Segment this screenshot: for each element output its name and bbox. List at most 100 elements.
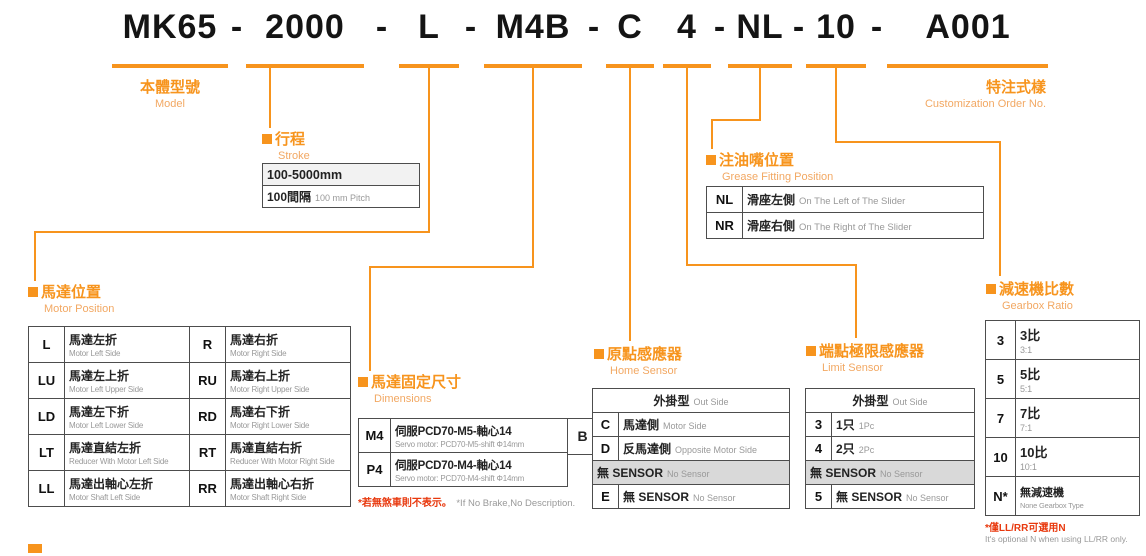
code-cell: L	[28, 326, 65, 363]
en-text: Motor Side	[663, 420, 707, 431]
section-title: 行程	[275, 131, 306, 148]
zh-text: 滑座右側	[747, 218, 796, 233]
zh-text: 馬達右折	[230, 333, 279, 347]
code-cell: 3	[805, 412, 832, 437]
zh-text: 伺服PCD70-M5-軸心14	[395, 426, 512, 438]
section-subtitle: Dimensions	[374, 393, 432, 405]
code-cell: 5	[805, 484, 832, 509]
zh-text: 3比	[1020, 328, 1041, 343]
model-segment-limit-sensor: 4	[677, 8, 697, 46]
section-bullet-icon	[706, 155, 716, 165]
code-cell: LD	[28, 398, 65, 435]
section-bullet-icon	[594, 349, 604, 359]
section-limit-sensor: 端點極限感應器 Limit Sensor	[806, 340, 924, 374]
en-text: Servo motor: PCD70-M5-shift Φ14mm	[395, 440, 525, 449]
code-cell: C	[592, 412, 619, 437]
segment-underline	[728, 64, 792, 68]
section-gearbox: 減速機比數 Gearbox Ratio	[986, 278, 1074, 312]
section-bullet-icon	[262, 134, 272, 144]
model-segment-gearbox: 10	[816, 8, 856, 46]
code-cell: LL	[28, 470, 65, 507]
line-gearbox	[835, 68, 1001, 276]
en-text: Out Side	[892, 396, 928, 407]
code-cell: LU	[28, 362, 65, 399]
section-model: 本體型號 Model	[108, 76, 232, 110]
zh-text: 馬達左上折	[69, 369, 130, 383]
model-segment-dimensions: M4B	[495, 8, 571, 46]
model-segment-custom-order: A001	[925, 8, 1011, 46]
en-text: Motor Right Lower Side	[230, 421, 310, 430]
zh-text: 10比	[1020, 445, 1048, 460]
model-separator: -	[587, 8, 601, 46]
zh-text: 無 SENSOR	[623, 489, 690, 504]
segment-underline	[887, 64, 1048, 68]
en-text: Reducer With Motor Right Side	[230, 457, 335, 466]
segment-underline	[606, 64, 654, 68]
zh-text: 外掛型	[852, 393, 889, 408]
en-text: No Sensor	[693, 492, 736, 503]
section-bullet-icon	[806, 346, 816, 356]
desc-cell: 馬達右上折 Motor Right Upper Side	[225, 362, 351, 399]
note-zh-text: *若無煞車則不表示。	[358, 498, 452, 509]
section-bullet-icon	[986, 284, 996, 294]
en-text: Servo motor: PCD70-M4-shift Φ14mm	[395, 474, 525, 483]
zh-text: 無 SENSOR	[597, 465, 664, 480]
section-title: 馬達位置	[41, 284, 102, 301]
section-subtitle: Motor Position	[44, 303, 115, 315]
zh-text: 馬達右上折	[230, 369, 291, 383]
zh-text: 100間隔	[267, 189, 312, 204]
en-text: Opposite Motor Side	[675, 444, 758, 455]
section-custom-order: 特注式樣 Customization Order No.	[846, 76, 1046, 110]
section-home-sensor: 原點感應器 Home Sensor	[594, 343, 682, 377]
en-text: Motor Right Upper Side	[230, 385, 310, 394]
section-title: 原點感應器	[607, 346, 683, 363]
segment-underline	[663, 64, 711, 68]
section-title: 端點極限感應器	[819, 343, 925, 360]
zh-text: 反馬達側	[623, 441, 672, 456]
note-en-text: *If No Brake,No Description.	[456, 498, 576, 509]
code-cell: 7	[985, 398, 1016, 438]
section-title: 本體型號	[139, 79, 200, 96]
model-segment-grease: NL	[736, 8, 784, 46]
en-text: Reducer With Motor Left Side	[69, 457, 169, 466]
en-text: On The Right of The Slider	[799, 221, 912, 233]
zh-text: 伺服PCD70-M4-軸心14	[395, 460, 512, 472]
model-separator: -	[230, 8, 244, 46]
code-cell: RR	[189, 470, 226, 507]
code-cell: NR	[706, 212, 743, 239]
model-segment-motor-position: L	[418, 8, 440, 46]
section-subtitle: Gearbox Ratio	[1002, 300, 1073, 312]
section-motor-position: 馬達位置 Motor Position	[28, 281, 114, 315]
line-dimensions	[369, 68, 534, 371]
section-bullet-icon	[28, 287, 38, 297]
zh-text: 馬達側	[623, 417, 660, 432]
